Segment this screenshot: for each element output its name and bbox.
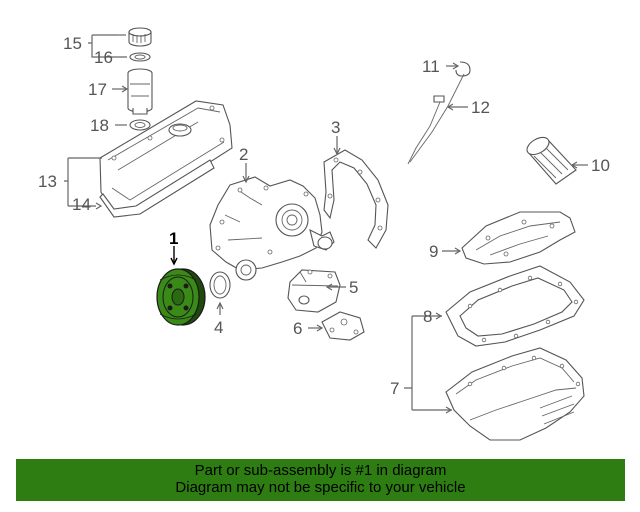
callout-4: 4 — [214, 318, 223, 337]
callout-16: 16 — [94, 48, 113, 67]
oil-filler-seal[interactable] — [129, 52, 151, 62]
callout-14: 14 — [72, 195, 91, 214]
callout-13: 13 — [38, 172, 57, 191]
front-cover[interactable] — [209, 176, 335, 281]
oil-pump-cover[interactable] — [287, 269, 341, 313]
callout-15: 15 — [63, 34, 82, 53]
callout-10: 10 — [591, 156, 610, 175]
crankshaft-balancer[interactable] — [156, 268, 206, 326]
notice-line-part: Part or sub-assembly is #1 in diagram — [194, 462, 447, 479]
callout-18: 18 — [90, 116, 109, 135]
parts-diagram: 15 16 17 18 13 14 — [38, 27, 610, 441]
oil-filler-cap[interactable] — [128, 27, 152, 47]
callout-8: 8 — [423, 307, 432, 326]
oil-filler-tube[interactable] — [127, 68, 153, 115]
front-cover-gasket[interactable] — [323, 149, 389, 249]
diagram-notice-banner: Part or sub-assembly is #1 in diagram Di… — [16, 459, 625, 501]
callout-2: 2 — [239, 145, 248, 164]
callout-12: 12 — [471, 98, 490, 117]
oil-pan-baffle[interactable] — [461, 211, 576, 265]
oil-dipstick[interactable] — [409, 61, 471, 163]
front-crankshaft-seal[interactable] — [209, 271, 231, 299]
dipstick-tube[interactable] — [407, 95, 445, 165]
oil-filter[interactable] — [524, 134, 577, 185]
callout-5: 5 — [349, 278, 358, 297]
callout-1: 1 — [169, 229, 178, 248]
notice-line-disclaimer: Diagram may not be specific to your vehi… — [175, 479, 466, 496]
callout-17: 17 — [88, 80, 107, 99]
callout-6: 6 — [293, 319, 302, 338]
oil-pan[interactable] — [445, 347, 585, 441]
valve-cover-gasket[interactable] — [99, 159, 215, 218]
callout-11: 11 — [422, 57, 440, 76]
cover-plate[interactable] — [321, 311, 365, 341]
callout-3: 3 — [331, 118, 340, 137]
oil-pan-gasket[interactable] — [445, 265, 585, 347]
callout-7: 7 — [390, 379, 399, 398]
valve-cover[interactable] — [99, 100, 233, 213]
oil-filler-grommet[interactable] — [129, 119, 151, 131]
callout-9: 9 — [429, 242, 438, 261]
